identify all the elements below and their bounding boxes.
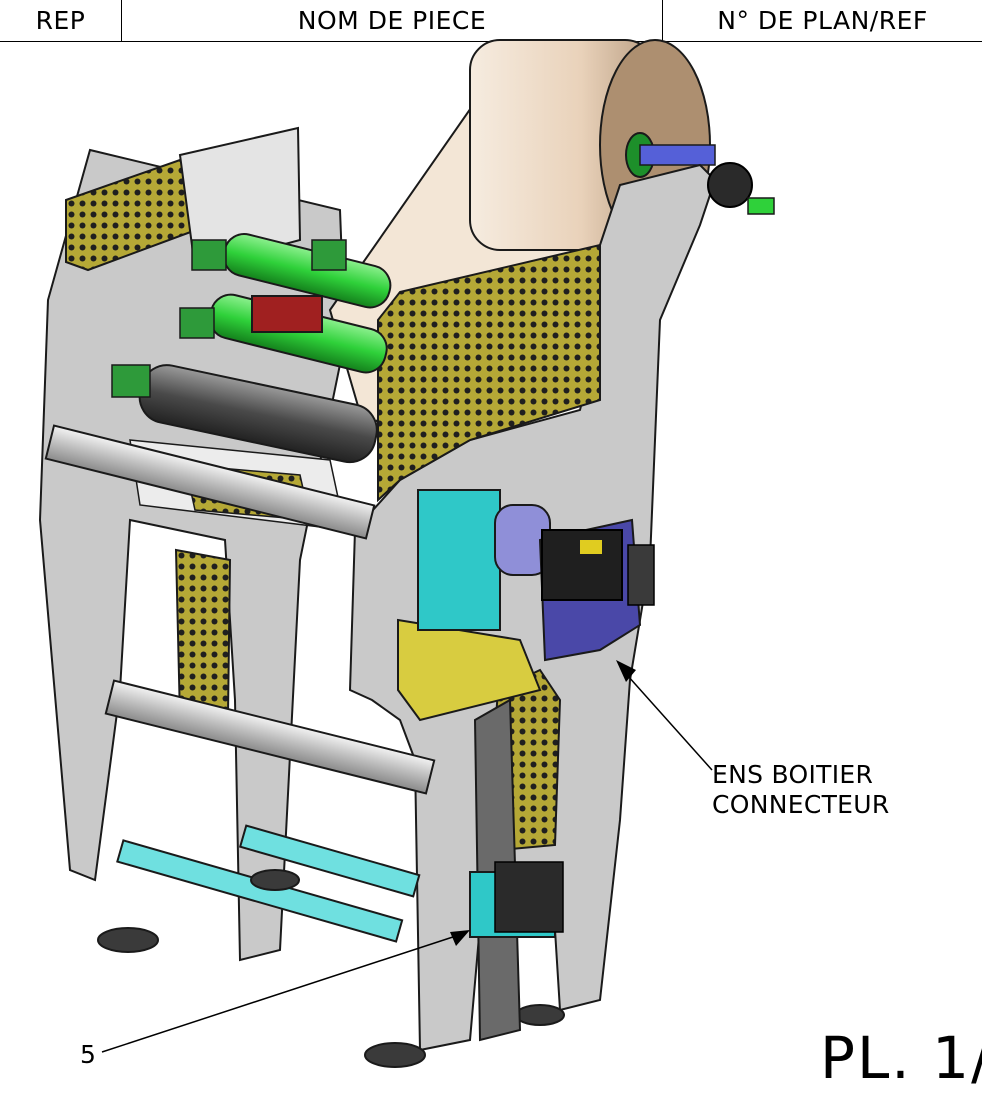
- bom-header: REP NOM DE PIECE N° DE PLAN/REF: [0, 0, 982, 42]
- bom-col-part-name: NOM DE PIECE: [122, 0, 663, 41]
- red-part: [251, 295, 323, 333]
- left-lower-mesh: [174, 548, 232, 720]
- cross-bar-1: [44, 424, 376, 540]
- teal-gearbox: [417, 489, 501, 631]
- cross-bar-2: [104, 679, 436, 795]
- teal-bar-2: [238, 824, 421, 898]
- bom-col-rep: REP: [0, 0, 122, 41]
- foot-4: [515, 1004, 565, 1026]
- foot-3: [364, 1042, 426, 1068]
- sheet-label: PL. 1/: [820, 1024, 982, 1092]
- foot-2: [250, 869, 300, 891]
- bom-col-plan-ref: N° DE PLAN/REF: [717, 6, 928, 35]
- item-number-5: 5: [80, 1040, 96, 1069]
- callout-connector-box-line1: ENS BOITIER: [712, 760, 874, 789]
- foot-1: [97, 927, 159, 953]
- back-plate: [178, 126, 302, 270]
- yellow-bracket: [397, 618, 542, 722]
- leader-item-5: [101, 933, 463, 1053]
- leader-connector-box: [627, 675, 713, 771]
- callout-connector-box-line2: CONNECTEUR: [712, 790, 890, 819]
